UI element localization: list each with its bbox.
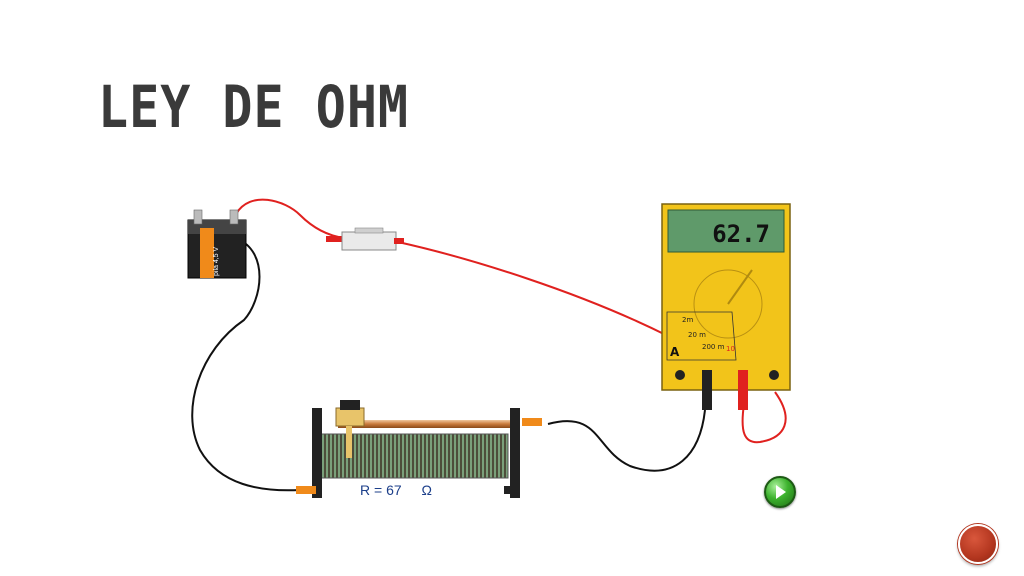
next-slide-button[interactable] bbox=[958, 524, 998, 564]
slide-title: LEY DE OHM bbox=[98, 74, 410, 141]
multimeter: 62.7 2m 20 m 200 m 10 A bbox=[661, 203, 791, 410]
switch[interactable] bbox=[326, 227, 404, 251]
play-button[interactable] bbox=[764, 476, 796, 508]
range-200m: 200 m bbox=[702, 343, 725, 351]
multimeter-display: 62.7 bbox=[712, 220, 770, 248]
black-wire-rheostat-meter bbox=[547, 409, 706, 472]
range-20m: 20 m bbox=[688, 331, 706, 339]
range-2m: 2m bbox=[682, 316, 693, 324]
mode-label: A bbox=[670, 345, 680, 359]
resistance-value: R = 67 bbox=[360, 482, 402, 498]
rheostat[interactable] bbox=[296, 400, 542, 498]
battery: pila 4,5 V plus bbox=[187, 209, 247, 279]
red-wire-battery-switch bbox=[235, 198, 345, 239]
resistance-readout: R = 67 Ω bbox=[360, 482, 432, 498]
range-10: 10 bbox=[726, 345, 735, 353]
battery-label: pila 4,5 V bbox=[213, 246, 220, 276]
red-wire-switch-meter bbox=[397, 241, 669, 337]
resistance-unit: Ω bbox=[421, 482, 432, 498]
red-wire-meter-loop bbox=[741, 391, 787, 444]
battery-label-plus: plus bbox=[208, 258, 215, 272]
black-wire-battery-rheostat bbox=[191, 237, 301, 492]
